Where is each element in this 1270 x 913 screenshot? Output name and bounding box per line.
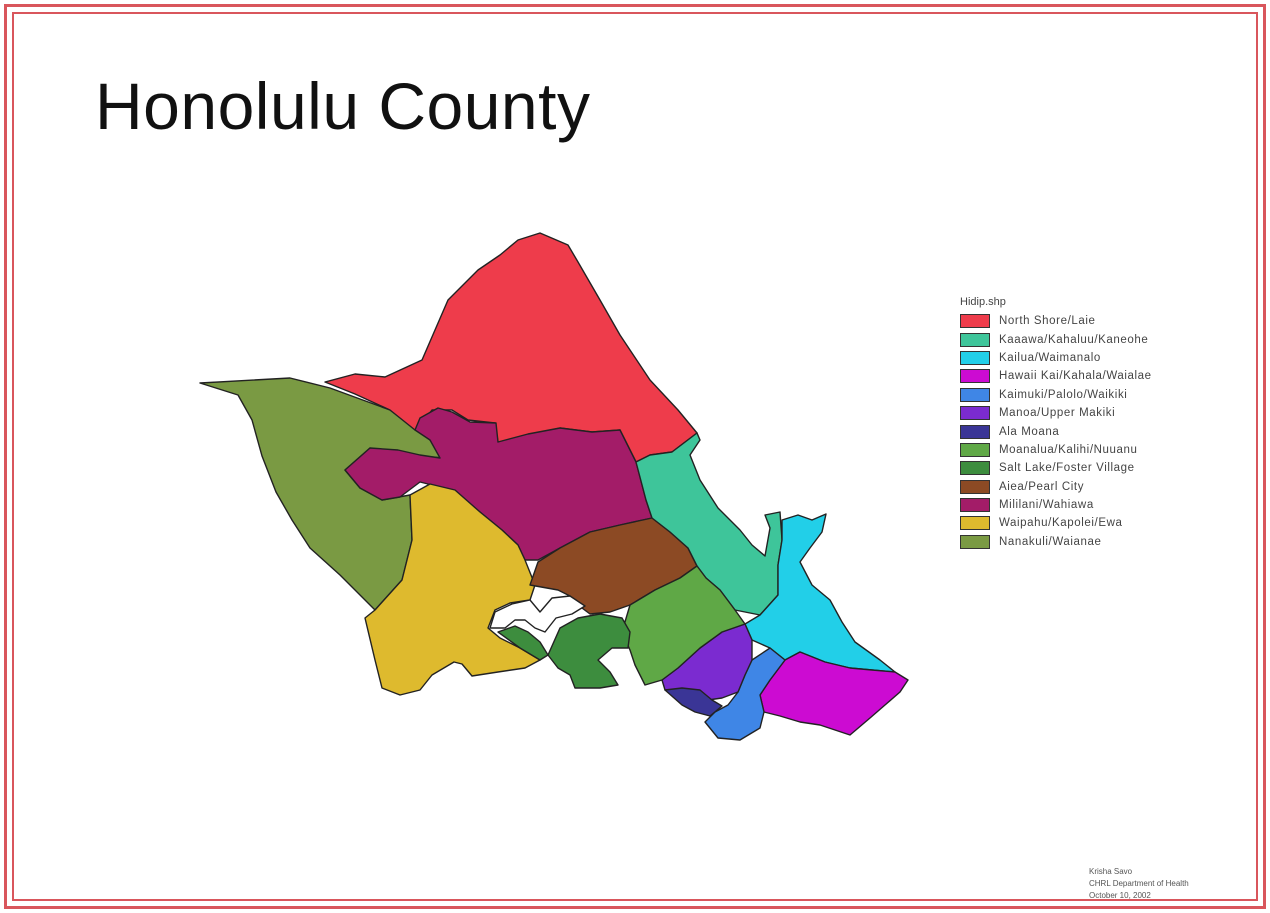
region-moanalua-kalihi-nuuanu[interactable] <box>621 565 746 686</box>
legend-swatch-kaimuki <box>960 387 990 402</box>
legend-item: Waipahu/Kapolei/Ewa <box>960 514 1152 532</box>
legend-item: Nanakuli/Waianae <box>960 533 1152 551</box>
legend-swatch-kaneohe <box>960 332 990 347</box>
map-frame-inner <box>12 12 1258 901</box>
legend-swatch-manoa <box>960 406 990 421</box>
legend-item: North Shore/Laie <box>960 312 1152 330</box>
legend-swatch-aiea <box>960 479 990 494</box>
legend-label: Kaaawa/Kahaluu/Kaneohe <box>999 333 1149 346</box>
legend-item: Kaaawa/Kahaluu/Kaneohe <box>960 330 1152 348</box>
legend-swatch-hawaii-kai <box>960 369 990 384</box>
legend-swatch-salt-lake <box>960 461 990 476</box>
legend-item: Moanalua/Kalihi/Nuuanu <box>960 441 1152 459</box>
region-salt-lake-foster-village[interactable] <box>547 613 631 689</box>
legend-label: Mililani/Wahiawa <box>999 499 1094 512</box>
legend-item: Ala Moana <box>960 422 1152 440</box>
legend-item: Hawaii Kai/Kahala/Waialae <box>960 367 1152 385</box>
region-salt-lake-foster-village-fringe <box>497 625 549 661</box>
map-title: Honolulu County <box>95 69 591 143</box>
legend-item: Aiea/Pearl City <box>960 478 1152 496</box>
legend-label: Ala Moana <box>999 425 1060 438</box>
legend-label: Kailua/Waimanalo <box>999 351 1101 364</box>
legend-label: Moanalua/Kalihi/Nuuanu <box>999 443 1138 456</box>
legend-label: North Shore/Laie <box>999 315 1096 328</box>
legend-title: Hidip.shp <box>960 296 1006 308</box>
credit-date: October 10, 2002 <box>1089 891 1151 900</box>
region-waipahu-kapolei-ewa[interactable] <box>364 483 541 696</box>
legend-item: Salt Lake/Foster Village <box>960 459 1152 477</box>
pearl-harbor-water <box>489 595 586 633</box>
map-legend: Hidip.shp North Shore/Laie Kaaawa/Kahalu… <box>960 296 1152 551</box>
legend-label: Nanakuli/Waianae <box>999 535 1102 548</box>
legend-swatch-ala-moana <box>960 424 990 439</box>
credit-author: Krisha Savo <box>1089 867 1133 876</box>
legend-swatch-nanakuli <box>960 534 990 549</box>
legend-label: Kaimuki/Palolo/Waikiki <box>999 388 1128 401</box>
legend-swatch-mililani <box>960 498 990 513</box>
credit-organization: CHRL Department of Health <box>1089 879 1189 888</box>
legend-label: Salt Lake/Foster Village <box>999 462 1135 475</box>
legend-label: Manoa/Upper Makiki <box>999 407 1116 420</box>
region-kaimuki-palolo-waikiki[interactable] <box>704 647 786 741</box>
legend-swatch-waipahu <box>960 516 990 531</box>
legend-item: Kaimuki/Palolo/Waikiki <box>960 386 1152 404</box>
map-credit: Krisha Savo CHRL Department of Health Oc… <box>1089 866 1189 902</box>
legend-swatch-kailua <box>960 350 990 365</box>
legend-label: Waipahu/Kapolei/Ewa <box>999 517 1123 530</box>
legend-item: Kailua/Waimanalo <box>960 349 1152 367</box>
legend-item: Mililani/Wahiawa <box>960 496 1152 514</box>
legend-swatch-moanalua <box>960 442 990 457</box>
region-mililani-wahiawa[interactable] <box>344 407 653 561</box>
legend-swatch-north-shore <box>960 314 990 329</box>
map-frame-outer <box>4 4 1266 909</box>
legend-item: Manoa/Upper Makiki <box>960 404 1152 422</box>
legend-label: Aiea/Pearl City <box>999 480 1085 493</box>
legend-label: Hawaii Kai/Kahala/Waialae <box>999 370 1152 383</box>
region-ala-moana[interactable] <box>664 687 723 717</box>
